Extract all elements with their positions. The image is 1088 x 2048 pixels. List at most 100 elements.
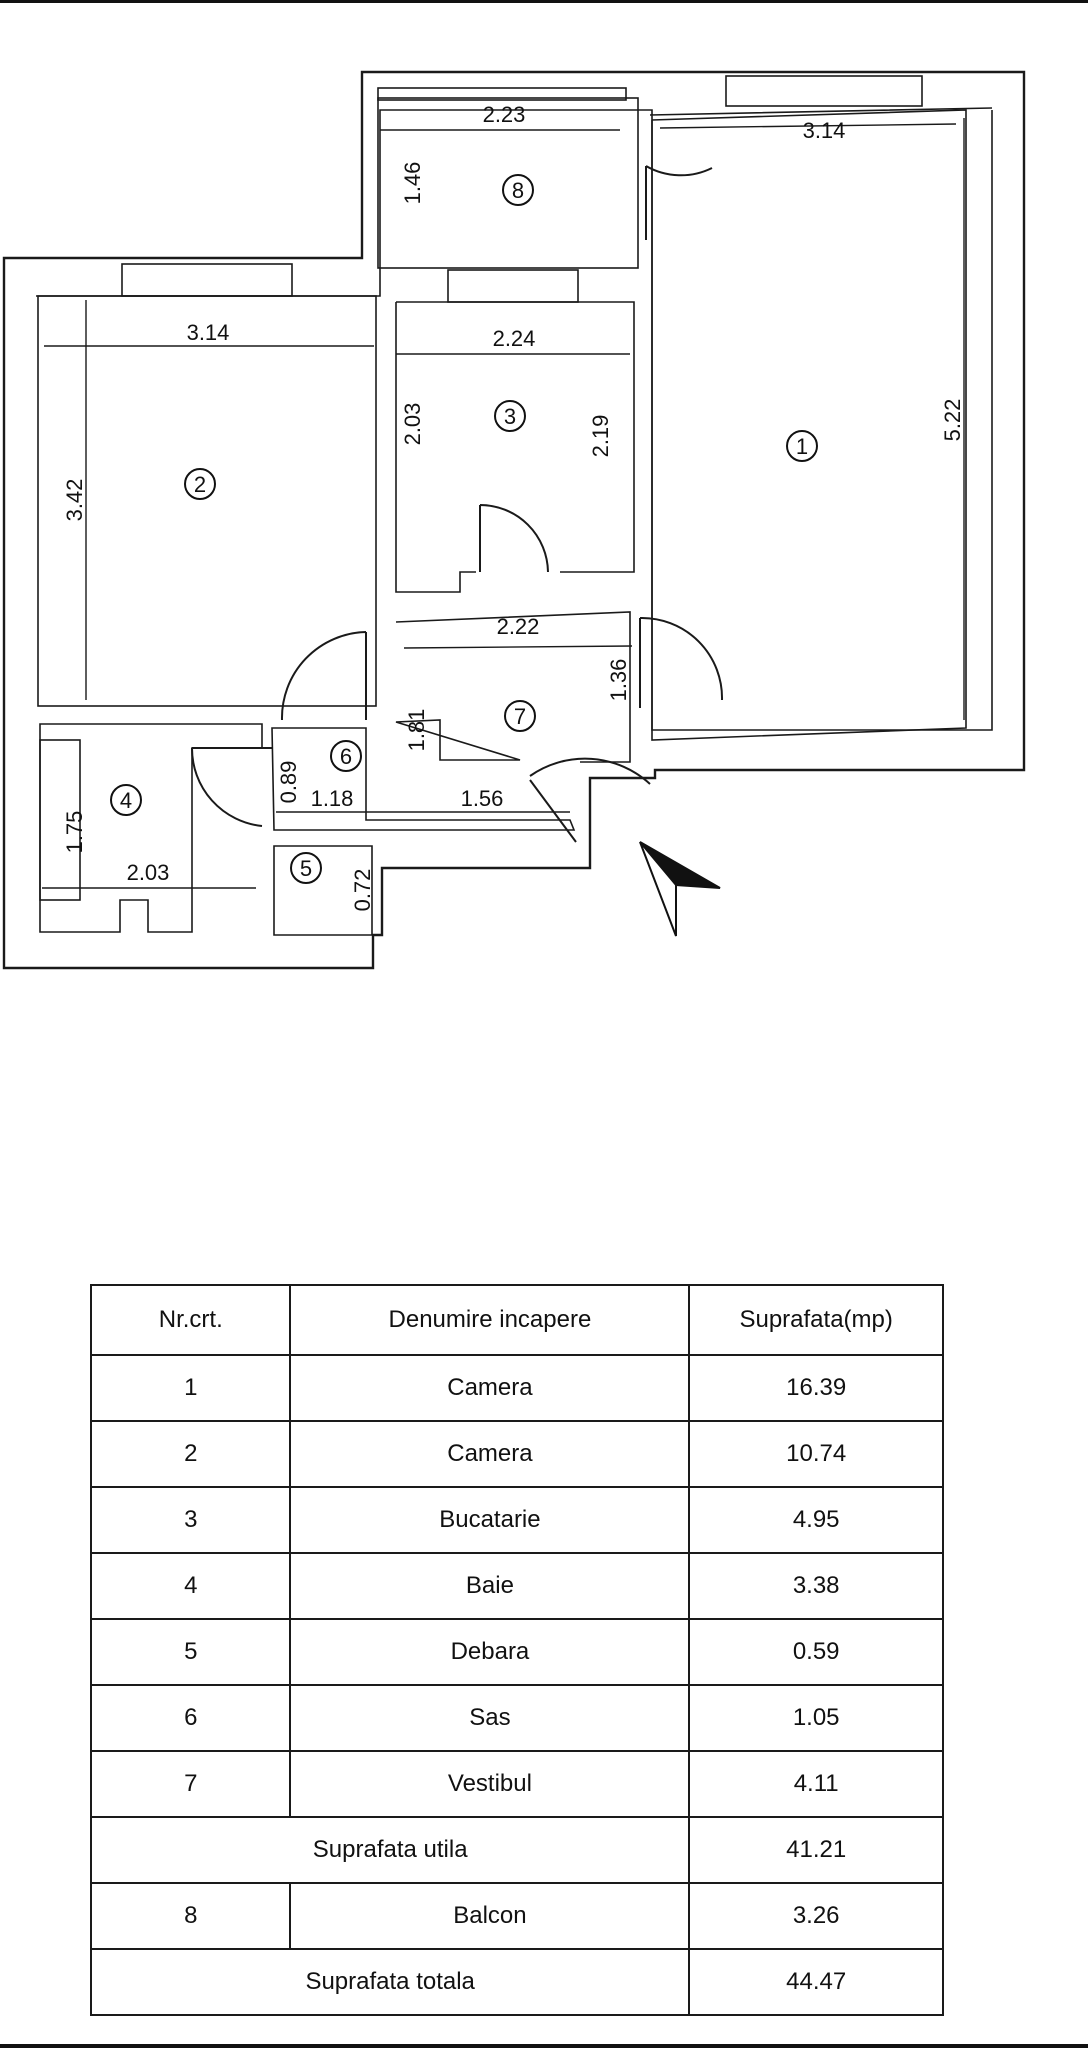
row-area: 3.38 <box>688 1552 944 1620</box>
table-row: 7 Vestibul 4.11 <box>89 1750 944 1818</box>
row-nr: 5 <box>89 1618 292 1686</box>
svg-text:4: 4 <box>120 788 132 813</box>
dim-r7-width: 2.22 <box>497 614 540 639</box>
room-1-outline <box>651 109 967 741</box>
entry-door <box>529 757 651 843</box>
row-area: 4.11 <box>688 1750 944 1818</box>
table-row: 2 Camera 10.74 <box>89 1420 944 1488</box>
room-label-1: 1 <box>786 430 818 462</box>
dim-line-r1-width <box>659 123 957 129</box>
header-name: Denumire incapere <box>289 1284 691 1356</box>
row-nr: 3 <box>89 1486 292 1554</box>
table-header-row: Nr.crt. Denumire incapere Suprafata(mp) <box>89 1284 944 1356</box>
header-nr: Nr.crt. <box>89 1284 292 1356</box>
room-label-5: 5 <box>290 852 322 884</box>
row-name: Camera <box>289 1354 691 1422</box>
bottom-border <box>0 2044 1088 2048</box>
row-nr: 6 <box>89 1684 292 1752</box>
row-area: 4.95 <box>688 1486 944 1554</box>
dim-r1-height: 5.22 <box>940 399 965 442</box>
dim-r2-height: 3.42 <box>62 479 87 522</box>
svg-text:8: 8 <box>512 178 524 203</box>
dim-r8-width: 2.23 <box>483 102 526 127</box>
outer-wall <box>2 70 1026 970</box>
balcony-nr: 8 <box>89 1882 292 1950</box>
door-r4 <box>190 747 272 827</box>
window-r3 <box>447 269 579 303</box>
row-name: Camera <box>289 1420 691 1488</box>
dim-r4-width: 2.03 <box>127 860 170 885</box>
room-5-outline <box>273 845 373 936</box>
table-row: 4 Baie 3.38 <box>89 1552 944 1620</box>
row-nr: 2 <box>89 1420 292 1488</box>
door-r8 <box>645 165 713 240</box>
dim-r1-width: 3.14 <box>803 118 846 143</box>
dim-r6-width: 1.18 <box>311 786 354 811</box>
door-r2 <box>280 631 367 721</box>
north-arrow-icon <box>639 841 721 937</box>
total-area: 44.47 <box>688 1948 944 2016</box>
dim-r3-height-left: 2.03 <box>400 403 425 446</box>
total-row: Suprafata totala 44.47 <box>89 1948 944 2016</box>
room-label-3: 3 <box>494 400 526 432</box>
dim-r6-height: 0.89 <box>276 761 301 804</box>
window-r2 <box>121 263 293 297</box>
room-6-outline <box>271 727 576 831</box>
window-r8 <box>377 87 627 101</box>
dim-r5-height: 0.72 <box>350 869 375 912</box>
row-name: Vestibul <box>289 1750 691 1818</box>
table-row: 5 Debara 0.59 <box>89 1618 944 1686</box>
door-r3 <box>479 504 549 573</box>
header-area: Suprafata(mp) <box>688 1284 944 1356</box>
room-label-4: 4 <box>110 784 142 816</box>
room-7-outline <box>395 611 631 763</box>
dim-r7-height-right: 1.36 <box>606 659 631 702</box>
dim-r8-height: 1.46 <box>400 162 425 205</box>
row-name: Bucatarie <box>289 1486 691 1554</box>
dim-r7-height-left: 1.81 <box>404 709 429 752</box>
balcony-name: Balcon <box>289 1882 691 1950</box>
dim-line-r7-width <box>403 645 633 649</box>
room-3-outline <box>395 301 635 593</box>
row-nr: 7 <box>89 1750 292 1818</box>
svg-text:5: 5 <box>300 856 312 881</box>
row-area: 1.05 <box>688 1684 944 1752</box>
row-name: Debara <box>289 1618 691 1686</box>
svg-text:2: 2 <box>194 472 206 497</box>
balcony-area: 3.26 <box>688 1882 944 1950</box>
balcony-row: 8 Balcon 3.26 <box>89 1882 944 1950</box>
room-label-2: 2 <box>184 468 216 500</box>
inner-outline <box>36 107 993 731</box>
window-r1 <box>725 75 923 107</box>
balcony-outline <box>377 97 639 269</box>
subtotal-row: Suprafata utila 41.21 <box>89 1816 944 1884</box>
top-border <box>0 0 1088 3</box>
row-name: Baie <box>289 1552 691 1620</box>
table-row: 1 Camera 16.39 <box>89 1354 944 1422</box>
svg-text:7: 7 <box>514 704 526 729</box>
subtotal-label: Suprafata utila <box>89 1816 691 1884</box>
row-area: 16.39 <box>688 1354 944 1422</box>
subtotal-area: 41.21 <box>688 1816 944 1884</box>
dim-r2-width: 3.14 <box>187 320 230 345</box>
row-area: 0.59 <box>688 1618 944 1686</box>
table-row: 3 Bucatarie 4.95 <box>89 1486 944 1554</box>
room-2-outline <box>37 295 377 707</box>
room-label-8: 8 <box>502 174 534 206</box>
svg-text:1: 1 <box>796 434 808 459</box>
door-r1 <box>639 616 724 708</box>
row-area: 10.74 <box>688 1420 944 1488</box>
rooms-table: Nr.crt. Denumire incapere Suprafata(mp) … <box>89 1284 944 2016</box>
room-4-window <box>39 739 81 901</box>
dim-r3-width: 2.24 <box>493 326 536 351</box>
row-nr: 4 <box>89 1552 292 1620</box>
floor-plan: 2.23 1.46 3.14 5.22 3.14 3.42 2.24 2.03 … <box>2 70 1026 970</box>
room-label-6: 6 <box>330 740 362 772</box>
dim-r4-height: 1.75 <box>62 811 87 854</box>
dim-hall-width: 1.56 <box>461 786 504 811</box>
table-row: 6 Sas 1.05 <box>89 1684 944 1752</box>
svg-text:6: 6 <box>340 744 352 769</box>
svg-text:3: 3 <box>504 404 516 429</box>
dim-r3-height-right: 2.19 <box>588 415 613 458</box>
row-nr: 1 <box>89 1354 292 1422</box>
